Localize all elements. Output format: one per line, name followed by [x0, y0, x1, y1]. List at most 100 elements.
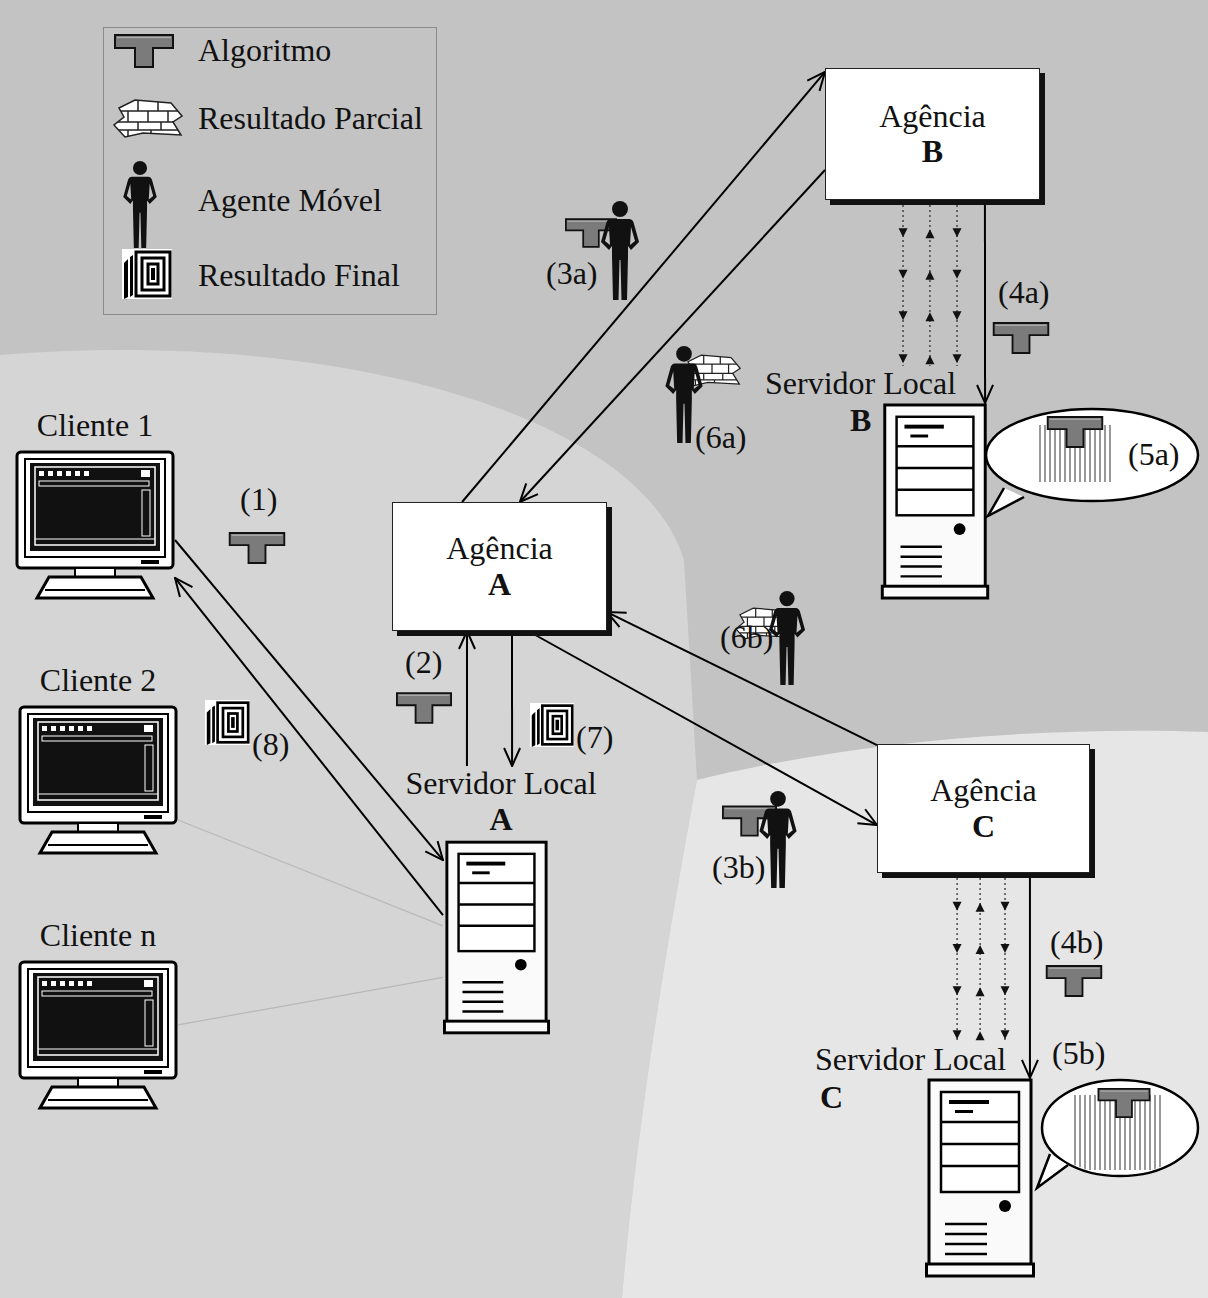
callout-number: (7) — [576, 720, 613, 755]
callout-number: (8) — [252, 727, 289, 762]
agency-node: AgênciaC — [877, 744, 1090, 873]
node-letter: A — [488, 567, 511, 602]
node-title: Agência — [879, 99, 986, 134]
legend-text: Resultado Parcial — [198, 101, 423, 136]
server-node: Servidor LocalB — [765, 366, 990, 600]
algorithm-icon — [115, 35, 173, 67]
arrow-head — [976, 1031, 985, 1040]
arrow-head — [953, 270, 962, 279]
arrow-head — [1001, 944, 1010, 953]
legend-text: Algoritmo — [198, 33, 331, 68]
flow-arrow — [607, 612, 877, 745]
node-title: Cliente n — [40, 918, 156, 953]
arrow-head — [899, 270, 908, 279]
server-icon — [927, 1080, 1034, 1276]
faint-link — [178, 820, 443, 926]
speech-bubble — [986, 409, 1198, 516]
faint-link — [178, 977, 443, 1025]
node-title: Cliente 2 — [40, 663, 156, 698]
arrow-head — [953, 1030, 962, 1039]
arrow-head — [953, 902, 962, 911]
speech-bubble — [1037, 1154, 1068, 1188]
legend-icons — [113, 35, 183, 299]
callout-number: (6a) — [695, 420, 747, 455]
arrow-head — [925, 312, 934, 321]
algorithm-icon — [1047, 966, 1102, 996]
callout-number: (4a) — [998, 275, 1050, 310]
node-title: Servidor Local — [815, 1042, 1006, 1077]
arrow-head — [899, 311, 908, 320]
client-node: Cliente 2 — [18, 663, 178, 855]
client-node: Cliente 1 — [15, 408, 175, 600]
monitor-icon — [20, 962, 176, 1108]
algorithm-icon — [994, 323, 1049, 353]
flow-arrow — [466, 631, 468, 766]
server-icon — [882, 405, 987, 598]
agency-node: AgênciaA — [392, 502, 607, 631]
node-letter: C — [820, 1080, 843, 1115]
callout-number: (4b) — [1050, 925, 1103, 960]
mobile-agent-icon — [601, 201, 639, 300]
arrow-head — [925, 229, 934, 238]
arrow-head — [925, 271, 934, 280]
node-title: Agência — [930, 773, 1037, 808]
arrow-head — [976, 903, 985, 912]
callout-number: (6b) — [720, 620, 773, 655]
server-icon — [444, 842, 548, 1033]
dotted-line — [929, 200, 930, 366]
algorithm-icon — [1098, 1089, 1149, 1117]
client-node: Cliente n — [18, 918, 178, 1110]
speech-bubble — [988, 488, 1024, 516]
final-result-icon — [205, 700, 250, 745]
node-letter: A — [489, 802, 512, 837]
arrow-head — [899, 228, 908, 237]
speech-bubble — [986, 409, 1198, 501]
dotted-line — [902, 200, 903, 366]
callout-number: (5a) — [1128, 437, 1180, 472]
arrow-head — [953, 986, 962, 995]
partial-result-icon — [113, 98, 183, 138]
node-letter: B — [922, 134, 943, 169]
arrow-head — [976, 987, 985, 996]
legend-text: Resultado Final — [198, 258, 400, 293]
node-letter: B — [850, 403, 871, 438]
mobile-agent-icon — [123, 161, 156, 248]
speech-bubble — [1037, 1080, 1198, 1188]
exchange-connector — [953, 873, 1010, 1042]
arrow-head — [1001, 902, 1010, 911]
legend-text: Agente Móvel — [198, 183, 382, 218]
speech-bubble — [1042, 1080, 1198, 1176]
monitor-icon — [20, 707, 176, 853]
callout-number: (1) — [240, 482, 277, 517]
arrow-head — [953, 228, 962, 237]
callout-number: (3b) — [712, 850, 765, 885]
flow-arrow — [511, 631, 513, 766]
final-result-icon — [122, 249, 172, 299]
arrow-head — [953, 311, 962, 320]
final-result-icon — [530, 703, 574, 747]
callout-number: (5b) — [1052, 1036, 1105, 1071]
flow-icons — [205, 201, 1101, 996]
algorithm-icon — [397, 693, 451, 723]
region-right — [622, 731, 1208, 1298]
algorithm-icon — [1048, 417, 1103, 447]
dotted-line — [979, 873, 980, 1042]
node-title: Servidor Local — [405, 766, 596, 801]
dotted-line — [956, 873, 957, 1042]
legend-box: AlgoritmoResultado ParcialAgente MóvelRe… — [103, 27, 437, 315]
callout-number: (3a) — [546, 256, 598, 291]
node-title: Agência — [446, 531, 553, 566]
arrow-head — [899, 354, 908, 363]
arrow-head — [953, 944, 962, 953]
client-monitors — [17, 452, 176, 1108]
arrow-head — [953, 354, 962, 363]
node-title: Cliente 1 — [37, 408, 153, 443]
server-node: Servidor LocalC — [815, 1042, 1035, 1280]
node-letter: C — [972, 809, 995, 844]
flow-arrow — [984, 200, 986, 403]
algorithm-icon — [230, 533, 285, 563]
node-title: Servidor Local — [765, 366, 956, 401]
arrow-head — [925, 355, 934, 364]
exchange-connector — [899, 200, 962, 366]
